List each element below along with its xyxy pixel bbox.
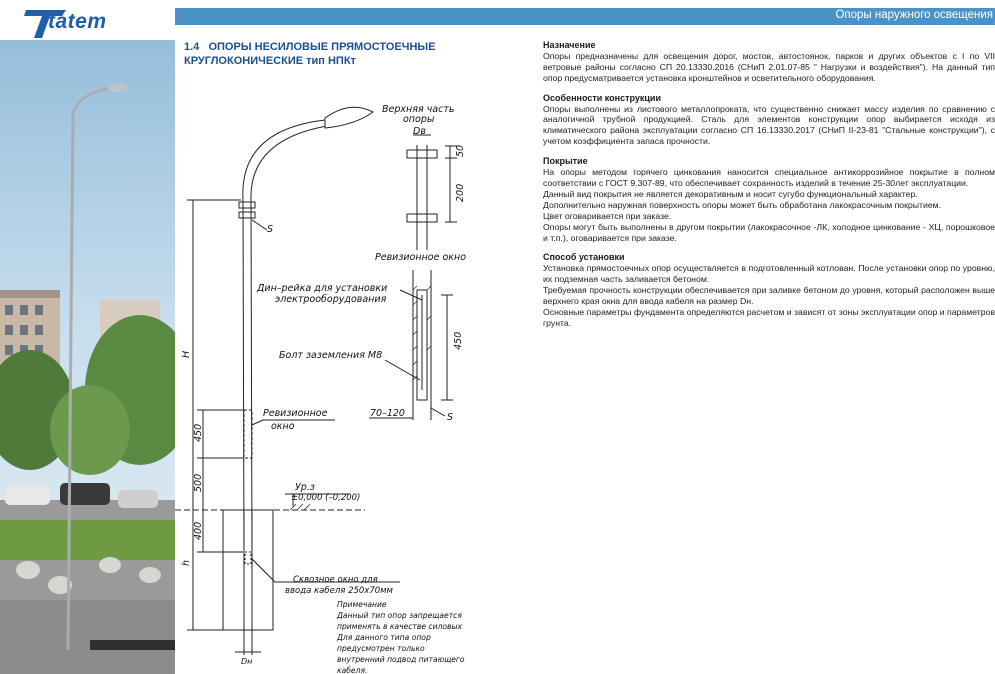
note-line: Для данного типа опор [336, 633, 431, 642]
label-dn: Dн [241, 657, 252, 666]
label-cable-window2: ввода кабеля 250х70мм [285, 586, 394, 596]
label-rev-window-top: Ревизионное окно [375, 252, 466, 263]
label-din-rail2: электрооборудования [275, 294, 387, 305]
installation-heading: Способ установки [543, 252, 625, 263]
description-column: Назначение Опоры предназначены для освещ… [543, 40, 995, 338]
label-range: 70–120 [370, 408, 405, 419]
purpose-heading: Назначение [543, 40, 596, 50]
label-ground-bolt: Болт заземления М8 [279, 350, 382, 361]
note-line: внутренний подвод питающего [337, 655, 465, 664]
installation-text-2: Требуемая прочность конструкции обеспечи… [543, 285, 995, 307]
header-bar: Опоры наружного освещения [175, 8, 995, 25]
label-db: Dв [413, 126, 426, 137]
label-s-left: S [267, 224, 273, 235]
label-level-value: ±0,000 (–0,200) [291, 493, 360, 503]
label-d500: 500 [193, 474, 204, 492]
coating-heading: Покрытие [543, 156, 588, 167]
section-title-line2: КРУГЛОКОНИЧЕСКИЕ тип НПКт [184, 55, 356, 67]
label-top-part2: опоры [403, 114, 435, 125]
installation-section: Способ установки Установка прямостоечных… [543, 252, 995, 328]
section-title-line1: 1.4 ОПОРЫ НЕСИЛОВЫЕ ПРЯМОСТОЕЧНЫЕ [184, 41, 436, 53]
technical-drawing: Верхняя часть опоры Dв 50 200 Ревизионно… [175, 104, 466, 674]
note-line: применять в качестве силовых [337, 622, 462, 631]
installation-text-1: Установка прямостоечных опор осуществляе… [543, 263, 995, 285]
coating-text-5: Опоры могут быть выполнены в другом покр… [543, 221, 995, 243]
label-h-small: h [181, 560, 192, 566]
label-d400: 400 [193, 522, 204, 540]
label-din-rail: Дин–рейка для установки [256, 283, 387, 294]
coating-text-3: Дополнительно наружная поверхность опоры… [543, 199, 942, 210]
logo: tatem [0, 0, 175, 40]
label-d450-right: 450 [453, 332, 464, 350]
label-cable-window: Сквозное окно для [293, 575, 378, 585]
label-rev-window: Ревизионное [263, 408, 328, 419]
label-d50: 50 [455, 145, 466, 157]
label-s-right: S [447, 412, 453, 423]
coating-section: Покрытие На опоры методом горячего цинко… [543, 156, 995, 243]
features-section: Особенности конструкции Опоры выполнены … [543, 93, 995, 148]
note-title: Примечание [337, 600, 387, 609]
header-title: Опоры наружного освещения [835, 9, 993, 21]
label-rev-window2: окно [271, 421, 295, 432]
note-line: Данный тип опор запрещается [336, 611, 462, 620]
logo-mark-icon [24, 10, 66, 38]
label-d200: 200 [455, 184, 466, 202]
features-text: Опоры выполнены из листового металлопрок… [543, 103, 995, 147]
purpose-section: Назначение Опоры предназначены для освещ… [543, 40, 995, 84]
installation-text-3: Основные параметры фундамента определяют… [543, 306, 995, 328]
street-light-photo [0, 0, 175, 674]
features-heading: Особенности конструкции [543, 92, 661, 103]
note-line: кабеля. [337, 666, 367, 674]
logo-text: tatem [48, 10, 107, 33]
label-level: Ур.з [295, 482, 315, 493]
purpose-text: Опоры предназначены для освещения дорог,… [543, 50, 995, 83]
coating-text-1: На опоры методом горячего цинкования нан… [543, 167, 995, 188]
coating-text-4: Цвет оговаривается при заказе. [543, 210, 672, 221]
label-d450-left: 450 [193, 424, 204, 442]
label-top-part: Верхняя часть [382, 104, 454, 115]
note-line: предусмотрен только [337, 644, 425, 653]
coating-text-2: Данный вид покрытия не является декорати… [543, 188, 918, 199]
label-h: H [181, 351, 192, 358]
section-title: 1.4 ОПОРЫ НЕСИЛОВЫЕ ПРЯМОСТОЕЧНЫЕ КРУГЛО… [184, 40, 484, 68]
